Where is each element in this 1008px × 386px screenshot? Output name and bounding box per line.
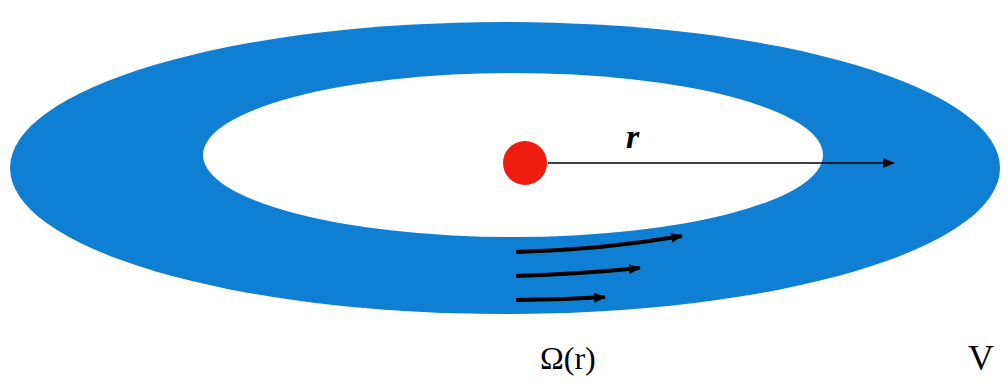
radius-label: r — [626, 120, 639, 154]
flow-arrow — [516, 268, 640, 276]
angular-velocity-label: Ω(r) — [540, 342, 596, 374]
inner-hole — [203, 73, 823, 237]
radius-arrow — [548, 162, 894, 164]
flow-arrow — [516, 236, 682, 252]
central-mass — [503, 141, 547, 185]
flow-arrow — [516, 297, 605, 300]
velocity-label: V — [968, 340, 994, 376]
accretion-disk — [10, 22, 1000, 314]
